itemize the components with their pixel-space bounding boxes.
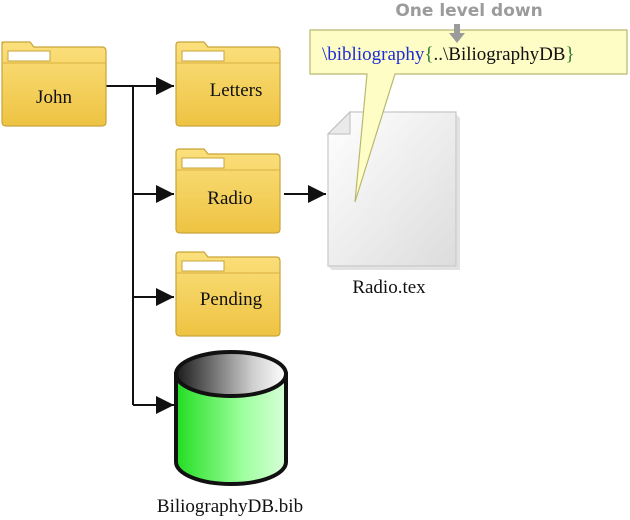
one-level-down-annotation: One level down [395, 1, 543, 43]
folder-letters[interactable]: Letters [175, 41, 281, 127]
folder-pending[interactable]: Pending [175, 251, 281, 337]
callout-bubble [309, 29, 628, 203]
file-radio-tex[interactable]: Radio.tex [326, 110, 460, 298]
connectors [106, 77, 326, 414]
folder-john[interactable]: John [1, 41, 107, 127]
callout-code: \bibliography{..\BiliographyDB} [322, 44, 575, 65]
annotation-label: One level down [395, 1, 542, 21]
callout-open-brace: { [424, 44, 433, 65]
callout-close-brace: } [565, 44, 574, 65]
database-label: BiliographyDB.bib [157, 496, 303, 517]
folder-label: Pending [200, 289, 263, 310]
folder-label: Radio [207, 188, 252, 209]
database-icon [174, 350, 288, 486]
callout-command: \bibliography [322, 44, 425, 65]
callout: \bibliography{..\BiliographyDB} [309, 29, 628, 203]
folder-radio[interactable]: Radio [175, 148, 281, 234]
callout-path: ..\BiliographyDB [434, 44, 566, 65]
folder-label: John [36, 87, 72, 108]
file-label: Radio.tex [352, 277, 426, 298]
folder-icon [175, 41, 281, 127]
down-arrow-icon [449, 24, 465, 43]
database-bibliography[interactable]: BiliographyDB.bib [157, 350, 303, 517]
document-icon [326, 110, 460, 270]
folder-icon [175, 148, 281, 234]
folder-icon [175, 251, 281, 337]
folder-label: Letters [210, 80, 263, 101]
folder-icon [1, 41, 107, 127]
